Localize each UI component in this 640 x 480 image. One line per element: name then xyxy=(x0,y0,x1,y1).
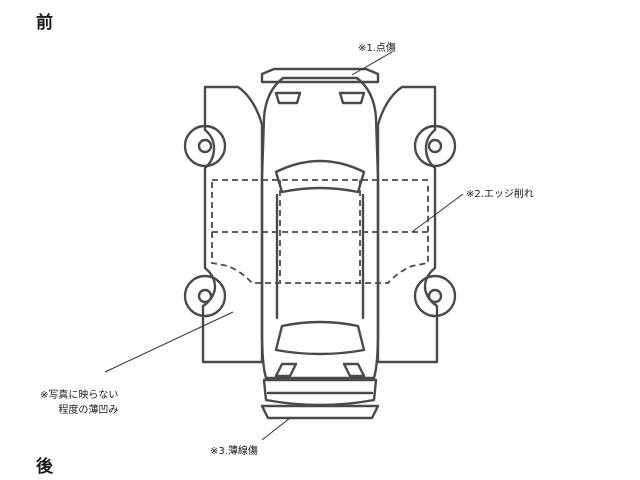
front-bumper xyxy=(260,67,380,84)
wheel-front-right-hub xyxy=(427,138,443,154)
annotation-shallow-dent-line-2: 程度の薄凹み xyxy=(58,405,119,416)
wheel-rear-right xyxy=(413,274,457,318)
annotation-point-scratch: ※1.点傷 xyxy=(358,43,396,54)
leader-shallow-dent xyxy=(104,311,234,373)
rear-label: 後 xyxy=(36,457,53,477)
annotation-faint-scratch: ※3.薄線傷 xyxy=(210,446,258,457)
seam-bottom xyxy=(211,182,429,284)
annotation-edge-chip: ※2.エッジ削れ xyxy=(466,189,534,200)
headlight-left xyxy=(274,91,302,105)
leader-point-scratch xyxy=(351,51,393,76)
car-body-outline xyxy=(260,76,380,380)
wheel-rear-left-hub xyxy=(197,288,213,304)
wheel-rear-right-hub xyxy=(427,288,443,304)
annotation-shallow-dent: ※写真に映らない 程度の薄凹み xyxy=(40,388,118,418)
annotation-shallow-dent-line-1: ※写真に映らない xyxy=(40,390,119,401)
rear-diffuser xyxy=(260,404,380,420)
wheel-front-left-hub xyxy=(197,138,213,154)
front-label: 前 xyxy=(36,13,53,33)
rear-light-right xyxy=(342,362,366,378)
headlight-right xyxy=(338,91,366,105)
rear-window xyxy=(274,320,366,356)
wheel-front-left xyxy=(183,124,227,168)
windshield xyxy=(274,159,366,194)
leader-faint-scratch xyxy=(261,417,291,441)
wheel-front-right xyxy=(413,124,457,168)
rear-light-left xyxy=(274,362,298,378)
leader-edge-chip xyxy=(411,193,464,233)
wheel-rear-left xyxy=(183,274,227,318)
